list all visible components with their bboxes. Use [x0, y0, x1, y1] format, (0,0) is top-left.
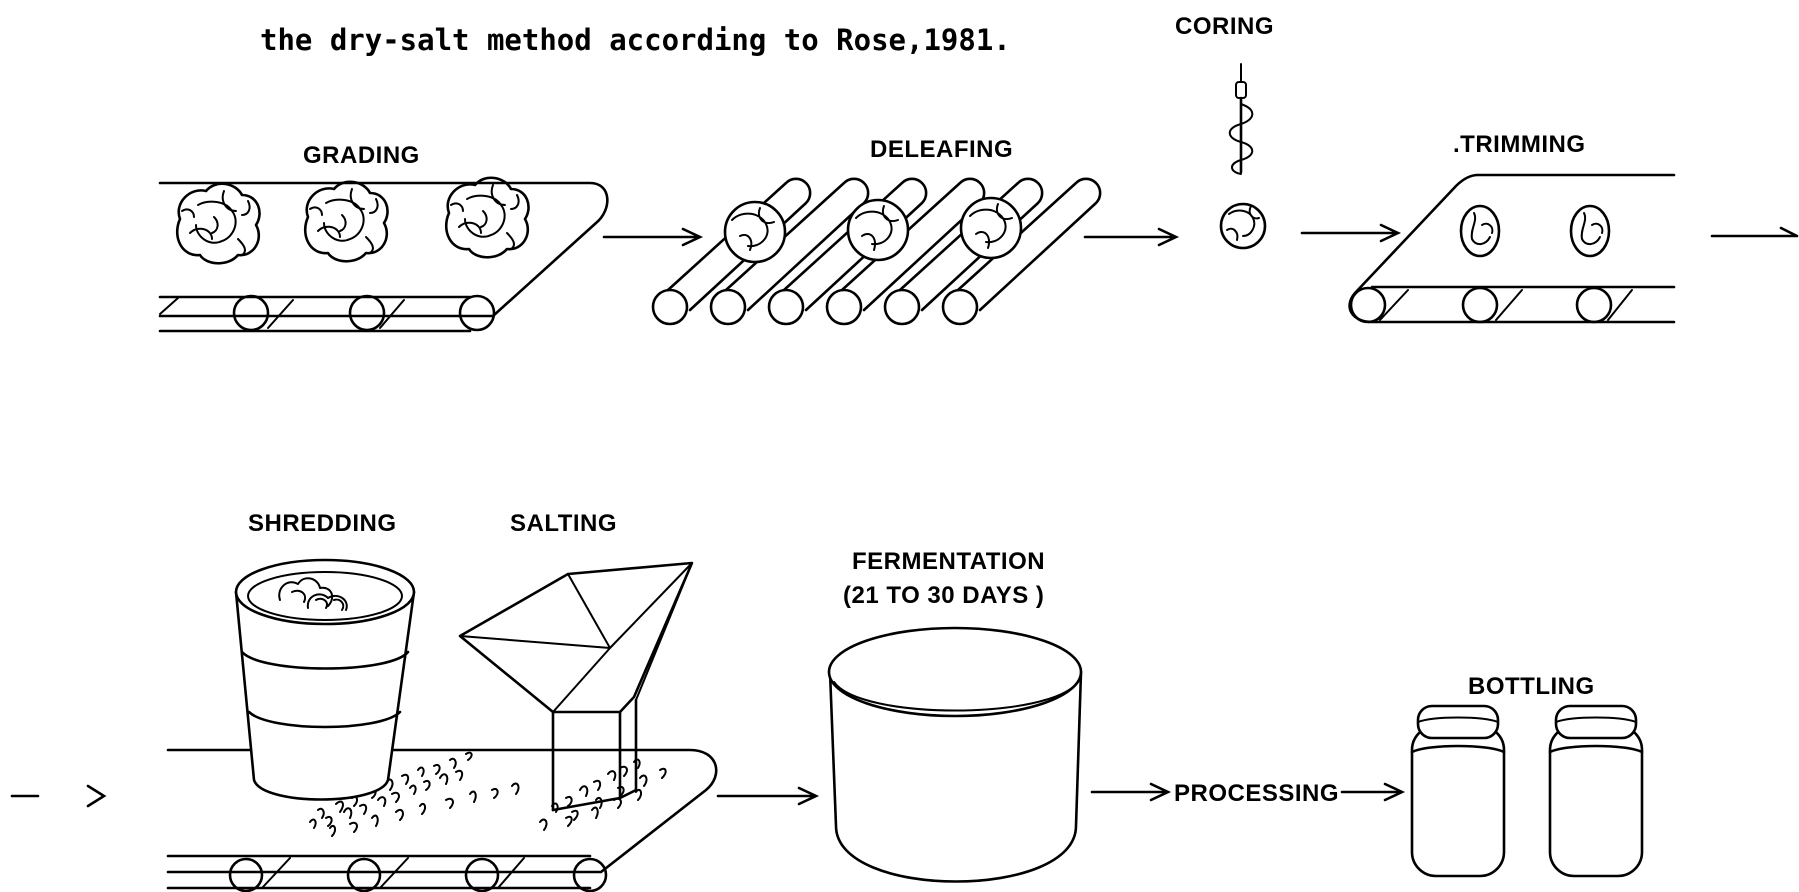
- processing-label: PROCESSING: [1174, 780, 1339, 807]
- trimmed-head-2: [1571, 206, 1609, 256]
- coring-label: CORING: [1175, 13, 1274, 40]
- fermentation-vat: [829, 628, 1081, 882]
- arrow-trimming-to-next-row: [1712, 228, 1797, 236]
- jar-2: [1550, 706, 1642, 876]
- arrow-grading-to-deleafing: [604, 229, 700, 245]
- arrow-salting-to-fermentation: [718, 788, 816, 804]
- cabbage-head-1: [177, 184, 259, 264]
- trimming-label: .TRIMMING: [1453, 131, 1585, 158]
- coring-step: CORING: [1175, 13, 1274, 248]
- trimming-step: .TRIMMING: [1350, 131, 1674, 322]
- jar-1: [1412, 706, 1504, 876]
- bottling-step: BOTTLING: [1412, 673, 1642, 876]
- fermentation-step: FERMENTATION (21 TO 30 DAYS ): [829, 548, 1081, 882]
- deleafed-head-2: [848, 200, 908, 260]
- salting-label: SALTING: [510, 510, 617, 537]
- salting-hopper: [460, 563, 692, 810]
- arrow-continuation: [12, 786, 104, 806]
- arrow-coring-to-trimming: [1302, 225, 1398, 241]
- coring-drill-icon: [1230, 64, 1253, 174]
- bottling-label: BOTTLING: [1468, 673, 1595, 700]
- cabbage-head-3: [446, 178, 528, 258]
- salting-step: SALTING: [460, 510, 692, 810]
- shredding-step: SHREDDING: [236, 510, 414, 800]
- deleafed-head-1: [725, 202, 785, 262]
- cored-head: [1221, 204, 1265, 248]
- grading-step: GRADING: [160, 142, 607, 331]
- processing-step: PROCESSING: [1092, 780, 1402, 807]
- trimmed-head-1: [1461, 206, 1499, 256]
- figure-caption: the dry-salt method according to Rose,19…: [260, 23, 1011, 57]
- shredding-salting-conveyor: [168, 750, 716, 891]
- shredding-label: SHREDDING: [248, 510, 397, 537]
- deleafed-head-3: [961, 198, 1021, 258]
- deleafing-step: DELEAFING: [653, 136, 1100, 324]
- arrow-deleafing-to-coring: [1085, 229, 1176, 245]
- deleafing-label: DELEAFING: [870, 136, 1013, 163]
- cabbage-head-2: [305, 182, 387, 262]
- fermentation-label-line1: FERMENTATION: [852, 548, 1045, 575]
- grading-label: GRADING: [303, 142, 420, 169]
- trimming-conveyor: [1350, 175, 1674, 322]
- fermentation-label-line2: (21 TO 30 DAYS ): [843, 582, 1044, 609]
